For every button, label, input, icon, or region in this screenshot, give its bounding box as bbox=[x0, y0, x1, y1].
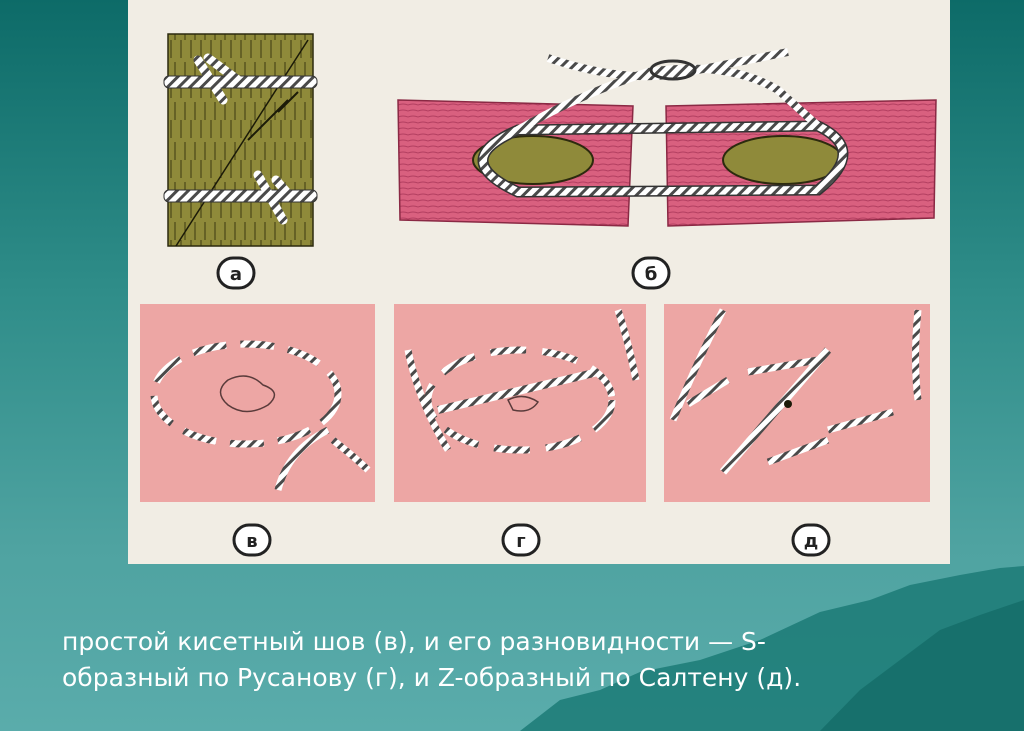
panel-b bbox=[397, 48, 937, 227]
slide-caption: простой кисетный шов (в), и его разновид… bbox=[62, 624, 962, 696]
caption-line-1: простой кисетный шов (в), и его разновид… bbox=[62, 627, 766, 656]
label-g-badge: г bbox=[501, 523, 541, 557]
label-v-badge: в bbox=[232, 523, 272, 557]
caption-line-2: образный по Русанову (г), и Z-образный п… bbox=[62, 663, 802, 692]
label-g: г bbox=[516, 531, 525, 552]
z-suture-top bbox=[747, 356, 819, 376]
label-a-badge: а bbox=[216, 256, 256, 290]
panel-d bbox=[664, 304, 930, 502]
rope-tie-lower bbox=[163, 189, 318, 203]
z-suture-bottom bbox=[766, 436, 830, 466]
suture-figure: а б bbox=[128, 0, 950, 564]
bone-left bbox=[472, 135, 594, 185]
suture-ends-v bbox=[274, 426, 371, 491]
panel-g bbox=[394, 304, 646, 502]
purse-string-suture bbox=[150, 340, 342, 448]
s-suture-ring bbox=[424, 346, 616, 454]
label-v: в bbox=[246, 531, 257, 552]
label-b-badge: б bbox=[631, 256, 671, 290]
z-suture-middle bbox=[827, 408, 894, 434]
s-suture-crossing bbox=[437, 368, 599, 414]
label-b: б bbox=[645, 264, 658, 285]
tissue-panel-g bbox=[394, 304, 646, 502]
label-d-badge: д bbox=[791, 523, 831, 557]
suture-knot bbox=[546, 48, 789, 81]
z-suture-diagonal bbox=[719, 347, 832, 475]
panel-a bbox=[163, 33, 318, 247]
panel-v bbox=[140, 304, 375, 502]
label-a: а bbox=[230, 264, 242, 285]
tissue-panel-d bbox=[664, 304, 930, 502]
label-d: д bbox=[804, 531, 819, 552]
